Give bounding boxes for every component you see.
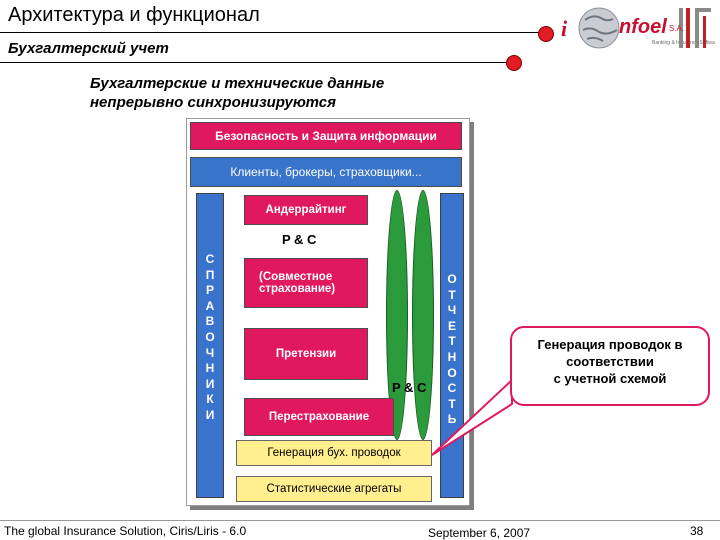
logo-suffix: S.A. (669, 24, 685, 33)
reference-column-text: С П Р А В О Ч Н И К И (196, 252, 224, 424)
claims-box: Претензии (244, 328, 368, 380)
security-box: Безопасность и Защита информации (190, 122, 462, 150)
postings-callout: Генерация проводок в соответствии с учет… (510, 326, 710, 406)
reference-letter: И (205, 407, 215, 422)
pc-label-right: P & C (392, 380, 427, 395)
clients-box: Клиенты, брокеры, страховщики... (190, 157, 462, 187)
reporting-letter: Т (448, 396, 456, 411)
pc-label-top: P & C (282, 232, 317, 247)
section-subtitle: Бухгалтерский учет (8, 40, 169, 57)
underwriting-box: Андеррайтинг (244, 195, 368, 225)
footer-date: September 6, 2007 (428, 526, 531, 540)
reporting-letter: С (447, 381, 457, 396)
footer-divider (0, 520, 720, 521)
reference-letter: В (205, 314, 215, 329)
title-divider-dot (538, 26, 554, 42)
reference-letter: С (205, 252, 215, 266)
reporting-letter: Ь (447, 412, 457, 427)
headline-line-2: непрерывно синхронизируются (90, 94, 336, 111)
reference-letter: Ч (205, 345, 215, 360)
reporting-column-text: О Т Ч Е Т Н О С Т Ь (440, 272, 464, 428)
reference-letter: И (205, 376, 215, 391)
page-number: 38 (690, 524, 704, 538)
sync-lens-left (386, 190, 408, 440)
reference-column (196, 193, 224, 498)
callout-line-2: соответствии (566, 354, 654, 369)
reference-letter: П (205, 267, 215, 282)
sync-lens-right (412, 190, 434, 440)
logo-text: nfoel (619, 16, 667, 38)
page-title: Архитектура и функционал (8, 4, 260, 26)
company-logo: i Banking & Insurance Software nfoel S.A… (555, 6, 719, 52)
reporting-letter: Т (448, 334, 456, 349)
coinsurance-box: (Совместное страхование) (244, 258, 368, 308)
reinsurance-box: Перестрахование (244, 398, 394, 436)
subtitle-divider-dot (506, 55, 522, 71)
reporting-letter: Ч (447, 303, 457, 318)
globe-logo-icon: i Banking & Insurance Software (561, 7, 719, 49)
reporting-letter: О (447, 272, 457, 286)
subtitle-divider (0, 62, 510, 63)
callout-line-3: с учетной схемой (553, 371, 667, 386)
gen-postings-box: Генерация бух. проводок (236, 440, 432, 466)
reporting-letter: Н (447, 349, 457, 364)
reference-letter: А (205, 298, 215, 313)
reference-letter: О (205, 329, 215, 344)
reporting-letter: Е (447, 318, 456, 333)
svg-text:i: i (561, 16, 568, 41)
reporting-letter: О (447, 365, 457, 380)
reporting-letter: Т (448, 287, 456, 302)
reference-letter: К (206, 392, 214, 407)
footer-product: The global Insurance Solution, Ciris/Lir… (4, 524, 247, 538)
reference-letter: Н (205, 361, 215, 376)
stat-aggregates-box: Статистические агрегаты (236, 476, 432, 502)
title-divider (0, 32, 545, 33)
headline-line-1: Бухгалтерские и технические данные (90, 75, 385, 92)
sync-headline: Бухгалтерские и технические данные непре… (90, 74, 470, 112)
reference-letter: Р (205, 283, 214, 298)
svg-text:Banking & Insurance Software: Banking & Insurance Software (652, 40, 715, 46)
callout-line-1: Генерация проводок в (537, 337, 683, 352)
